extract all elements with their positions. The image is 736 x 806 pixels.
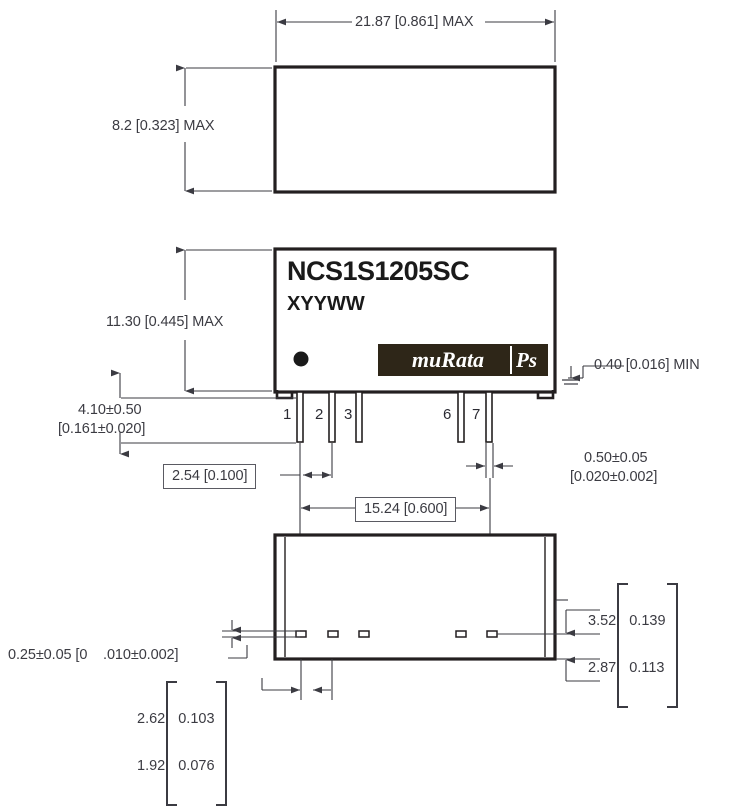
dimension-label-pin-length-1: 4.10±0.50: [78, 402, 142, 418]
pin-leg-2: [328, 391, 336, 443]
dimension-pad-offset: [261, 659, 333, 700]
bracket-left-icon: [617, 583, 629, 709]
dimension-standoff: [562, 365, 624, 385]
bracket-right-icon: [666, 583, 678, 709]
dimension-label-pin-thickness-1: 0.50±0.05: [584, 450, 648, 466]
murata-logo: muRata Ps: [378, 344, 548, 376]
pin-number-3: 3: [344, 406, 353, 423]
pin-number-6: 6: [443, 406, 452, 423]
pad-edge-bottom-value: 2.87: [588, 660, 617, 677]
dimension-label-pin-span: 15.24 [0.600]: [355, 497, 457, 522]
pad-offset-bottom-value: 1.92: [137, 758, 166, 775]
pin-number-1: 1: [283, 406, 292, 423]
dimension-top-width: [275, 10, 556, 62]
pin-leg-3: [355, 391, 363, 443]
dimension-label-standoff: 0.40 [0.016] MIN: [594, 357, 700, 373]
dimension-label-pin-length-2: [0.161±0.020]: [58, 421, 146, 437]
bottom-view-body-outline: [273, 533, 557, 661]
dimension-label-top-height: 8.2 [0.323] MAX: [112, 118, 215, 134]
pin-number-2: 2: [315, 406, 324, 423]
part-model-label: NCS1S1205SC: [287, 256, 470, 286]
pad-edge-bottom-inch: 0.113: [629, 660, 665, 677]
logo-divider: [510, 346, 512, 374]
part-date-code-label: XYYWW: [287, 293, 365, 315]
dimension-pad-edge: [497, 599, 600, 682]
dimension-label-body-height: 11.30 [0.445] MAX: [106, 314, 224, 330]
dimension-label-pin-thickness-2: [0.020±0.002]: [570, 469, 658, 485]
bracket-right-icon: [215, 681, 227, 806]
pin-number-7: 7: [472, 406, 481, 423]
bottom-view: [273, 533, 557, 661]
pad-offset-top-inch: 0.103: [178, 711, 215, 728]
pad-offset-bottom-inch: 0.076: [178, 758, 215, 775]
dimension-label-pad-width: 0.25±0.05 [0 .010±0.002]: [8, 647, 179, 663]
dimension-label-top-width: 21.87 [0.861] MAX: [355, 14, 474, 30]
dimension-pin-pitch: [280, 443, 333, 479]
pin-leg-1: [296, 391, 304, 443]
dimension-body-height: [176, 246, 272, 395]
bottom-pad-2: [327, 630, 339, 638]
bottom-pad-1: [295, 630, 307, 638]
pin-leg-6: [457, 391, 465, 443]
dimension-label-pad-offset: 2.62 1.92 0.103 0.076: [137, 681, 228, 806]
dimension-pin-length: [111, 369, 296, 458]
bracket-left-icon: [166, 681, 178, 806]
dimension-label-pin-pitch: 2.54 [0.100]: [163, 464, 257, 489]
dimension-label-pad-edge: 3.52 2.87 0.139 0.113: [588, 583, 679, 709]
mechanical-drawing-canvas: [111, 10, 624, 700]
murata-wordmark: muRata: [411, 347, 485, 372]
pin-1-marker-dot: [293, 351, 309, 367]
pad-edge-top-value: 3.52: [588, 613, 617, 630]
murata-ps-mark: Ps: [516, 347, 537, 372]
dimension-pin-thickness: [466, 443, 513, 478]
bottom-pad-7: [486, 630, 498, 638]
top-view-body-outline: [273, 65, 557, 194]
dimension-top-height: [176, 64, 272, 195]
dimension-pad-width: [222, 620, 300, 659]
front-view: [273, 247, 557, 443]
bottom-pad-6: [455, 630, 467, 638]
bottom-pad-3: [358, 630, 370, 638]
body-foot-right: [536, 390, 555, 400]
top-view: [273, 65, 557, 194]
pin-leg-7: [485, 391, 493, 443]
pad-edge-top-inch: 0.139: [629, 613, 666, 630]
pad-offset-top-value: 2.62: [137, 711, 166, 728]
